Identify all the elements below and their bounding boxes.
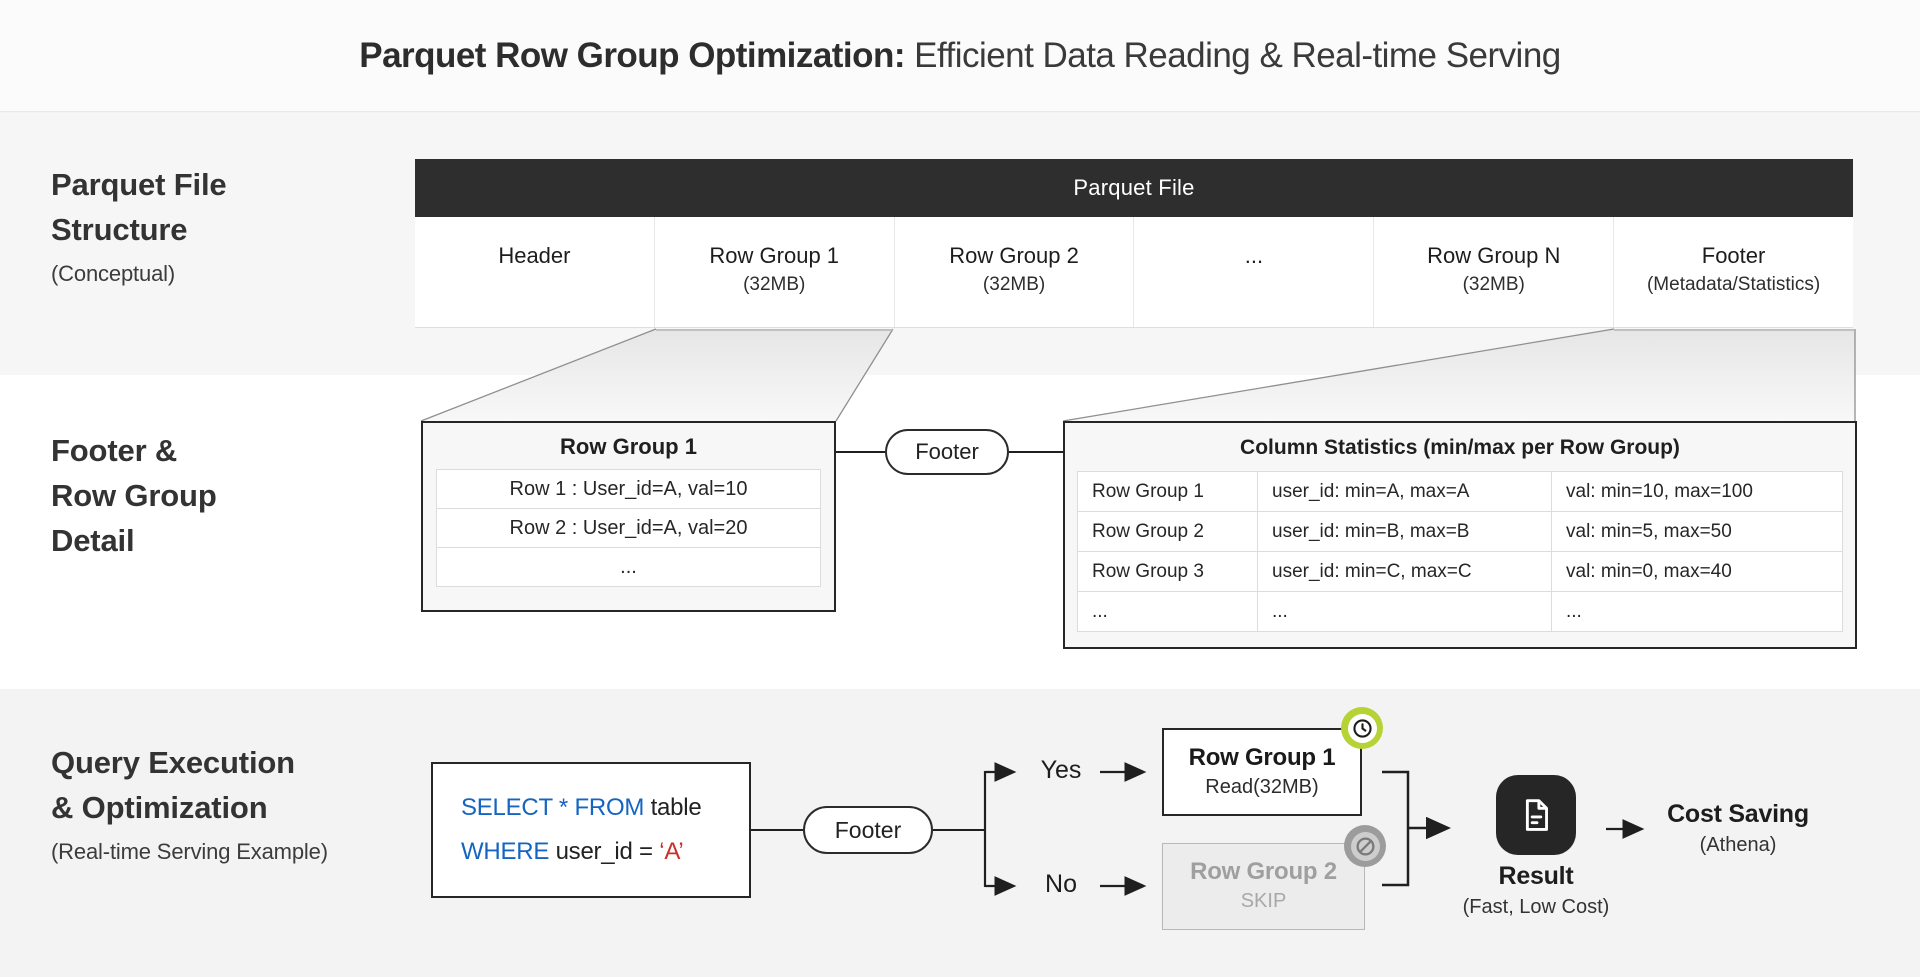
title-band <box>0 0 1920 112</box>
row-group-2-skip-box: Row Group 2 SKIP <box>1162 843 1365 930</box>
document-icon <box>1496 775 1576 855</box>
stats-cell: Row Group 2 <box>1078 512 1258 552</box>
sql-line-2: WHERE user_id = ‘A’ <box>461 838 684 865</box>
query-section-label: Query Execution & Optimization (Real-tim… <box>51 745 328 864</box>
file-cell-ellipsis: ... <box>1134 217 1375 327</box>
footer-pill-query: Footer <box>803 806 933 854</box>
page-title: Parquet Row Group Optimization: Efficien… <box>0 36 1920 76</box>
sql-query-box: SELECT * FROM table WHERE user_id = ‘A’ <box>431 762 751 898</box>
branch-yes-label: Yes <box>1040 756 1082 784</box>
parquet-file-table: Parquet File Header Row Group 1 (32MB) R… <box>415 159 1853 328</box>
stats-cell: ... <box>1078 592 1258 632</box>
query-section-band <box>0 689 1920 977</box>
no-entry-icon <box>1344 825 1386 867</box>
row-group-detail-box: Row Group 1 Row 1 : User_id=A, val=10 Ro… <box>421 421 836 612</box>
stats-cell: val: min=0, max=40 <box>1552 552 1843 592</box>
row-item-2: Row 2 : User_id=A, val=20 <box>436 508 821 548</box>
footer-pill-detail: Footer <box>885 429 1009 475</box>
file-cell-row-group-n: Row Group N (32MB) <box>1374 217 1615 327</box>
stats-cell: Row Group 1 <box>1078 472 1258 512</box>
column-statistics-title: Column Statistics (min/max per Row Group… <box>1240 436 1680 459</box>
stats-cell: val: min=10, max=100 <box>1552 472 1843 512</box>
row-group-detail-title: Row Group 1 <box>560 434 697 459</box>
parquet-file-table-header: Parquet File <box>415 159 1853 217</box>
detail-section-label: Footer & Row Group Detail <box>51 433 217 558</box>
file-cell-row-group-2: Row Group 2 (32MB) <box>895 217 1135 327</box>
file-cell-footer: Footer (Metadata/Statistics) <box>1646 243 1821 295</box>
row-item-1: Row 1 : User_id=A, val=10 <box>436 469 821 509</box>
page-title-bold: Parquet Row Group Optimization: <box>359 36 905 75</box>
page-title-regular: Efficient Data Reading & Real-time Servi… <box>914 36 1561 75</box>
stats-cell: user_id: min=A, max=A <box>1258 472 1552 512</box>
cost-saving-caption: Cost Saving (Athena) <box>1667 800 1809 856</box>
stats-cell: user_id: min=B, max=B <box>1258 512 1552 552</box>
row-item-ellipsis: ... <box>436 547 821 587</box>
clock-icon <box>1341 707 1383 749</box>
sql-line-1: SELECT * FROM table <box>461 794 702 821</box>
stats-cell: Row Group 3 <box>1078 552 1258 592</box>
parquet-file-table-cells: Header Row Group 1 (32MB) Row Group 2 (3… <box>415 217 1853 328</box>
stats-cell: ... <box>1552 592 1843 632</box>
stats-cell: val: min=5, max=50 <box>1552 512 1843 552</box>
structure-section-label: Parquet File Structure (Conceptual) <box>51 167 227 286</box>
stats-cell: user_id: min=C, max=C <box>1258 552 1552 592</box>
column-statistics-box: Column Statistics (min/max per Row Group… <box>1063 421 1857 649</box>
row-group-1-read-box: Row Group 1 Read(32MB) <box>1162 728 1362 816</box>
stats-cell: ... <box>1258 592 1552 632</box>
result-caption: Result (Fast, Low Cost) <box>1462 862 1610 918</box>
branch-no-label: No <box>1045 870 1077 898</box>
file-cell-header: Header <box>415 217 655 327</box>
file-cell-row-group-1: Row Group 1 (32MB) <box>655 217 895 327</box>
column-statistics-grid: Row Group 1 user_id: min=A, max=A val: m… <box>1077 471 1843 632</box>
